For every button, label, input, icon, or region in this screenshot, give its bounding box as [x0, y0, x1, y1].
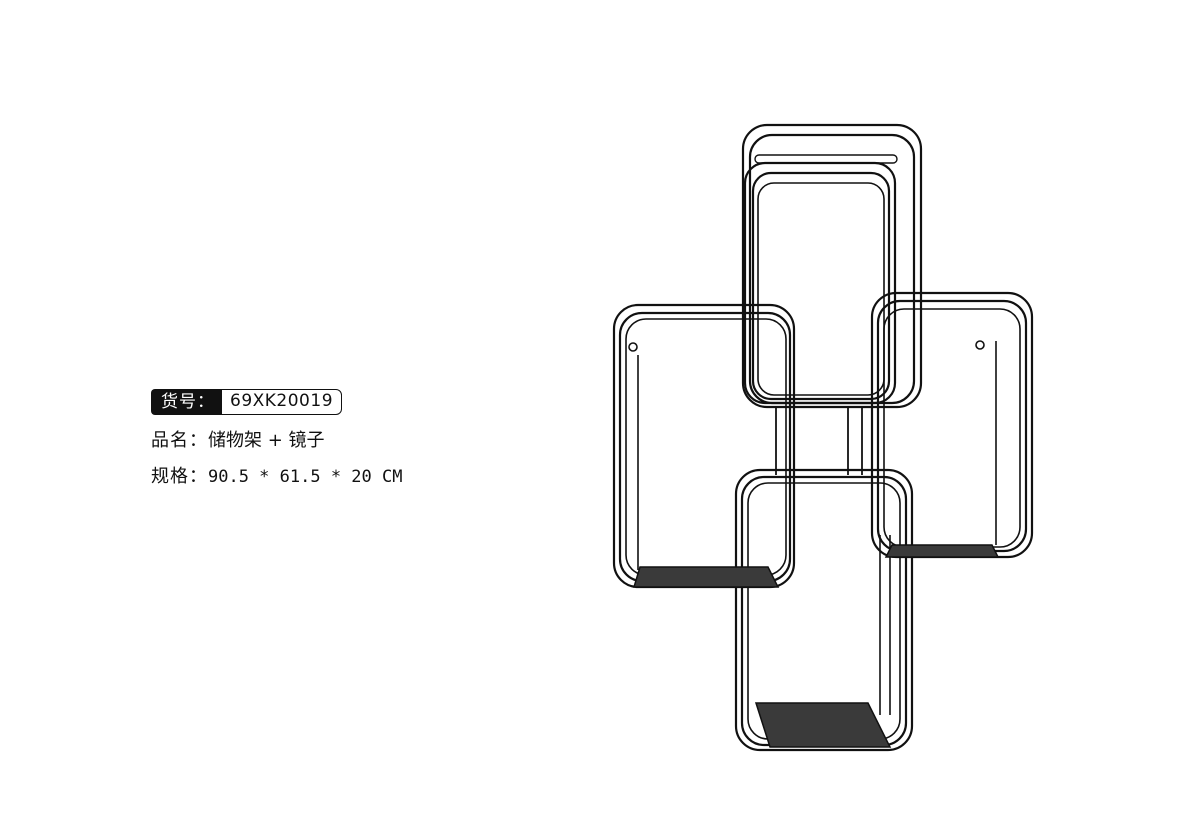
product-code-value: 69XK20019 — [221, 389, 343, 415]
product-size-label: 规格： — [151, 466, 208, 487]
product-name-value: 储物架 + 镜子 — [208, 430, 325, 451]
wire-shelf-image — [612, 123, 1034, 752]
shelf-unit-left — [612, 303, 796, 589]
product-info-panel: 货号： 69XK20019 品名：储物架 + 镜子 规格：90.5 * 61.5… — [151, 389, 481, 488]
shelf-panel-left — [632, 566, 780, 588]
product-name-row: 品名：储物架 + 镜子 — [151, 430, 481, 452]
shelf-panel-right — [884, 544, 1000, 558]
product-size-row: 规格：90.5 * 61.5 * 20 CM — [151, 466, 481, 488]
shelf-panel-bottom — [754, 702, 892, 748]
product-code-row: 货号： 69XK20019 — [151, 389, 481, 415]
product-code-label: 货号： — [151, 389, 221, 415]
product-name-label: 品名： — [151, 430, 208, 451]
shelf-unit-top — [741, 123, 923, 409]
product-size-value: 90.5 * 61.5 * 20 CM — [208, 467, 403, 487]
